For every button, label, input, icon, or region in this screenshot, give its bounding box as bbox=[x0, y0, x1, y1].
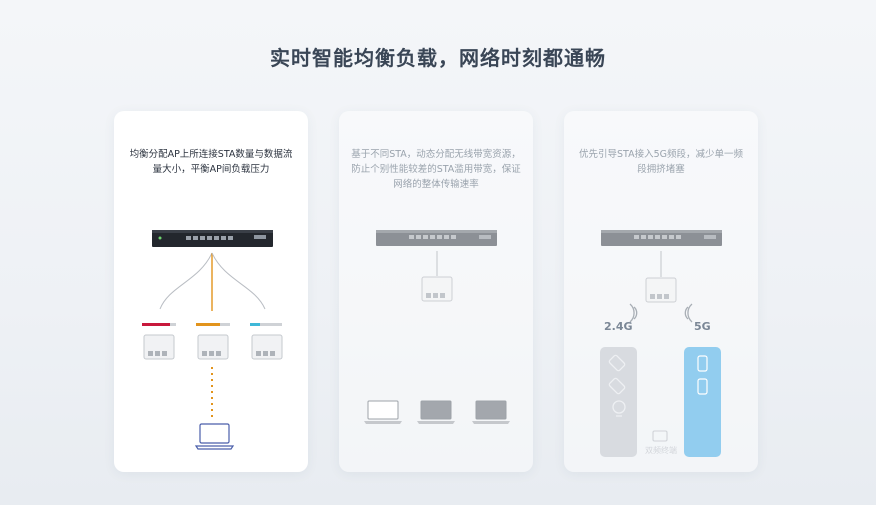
feature-card-band-steering: 优先引导STA接入5G频段，减少单一频段拥挤堵塞 bbox=[564, 111, 758, 472]
card-description: 基于不同STA，动态分配无线带宽资源，防止个别性能较差的STA滥用带宽，保证网络… bbox=[351, 149, 521, 190]
feature-card-bandwidth: 基于不同STA，动态分配无线带宽资源，防止个别性能较差的STA滥用带宽，保证网络… bbox=[339, 111, 533, 472]
band-5g-label: 5G bbox=[694, 320, 711, 333]
dual-band-terminal-label: 双频终端 bbox=[645, 446, 677, 455]
switch-icon bbox=[601, 230, 722, 246]
access-point-icon bbox=[250, 323, 283, 360]
access-point-icon bbox=[421, 276, 453, 302]
access-point-icon bbox=[645, 277, 677, 303]
card-description: 均衡分配AP上所连接STA数量与数据流量大小，平衡AP间负载压力 bbox=[129, 149, 293, 175]
laptop-icon bbox=[472, 400, 510, 424]
topology-diagram bbox=[142, 230, 283, 450]
page-title: 实时智能均衡负载，网络时刻都通畅 bbox=[270, 46, 606, 70]
band-24g-label: 2.4G bbox=[604, 320, 633, 333]
bulb-icon bbox=[612, 400, 626, 417]
phone-icon bbox=[608, 354, 626, 395]
access-point-icon bbox=[142, 323, 176, 360]
dual-band-terminal-icon bbox=[652, 430, 668, 442]
band-5g-column bbox=[684, 347, 721, 457]
topology-diagram bbox=[364, 230, 510, 424]
access-point-icon bbox=[196, 323, 230, 360]
feature-card-sta-balance: 均衡分配AP上所连接STA数量与数据流量大小，平衡AP间负载压力 bbox=[114, 111, 308, 472]
band-24g-column bbox=[600, 347, 637, 457]
wifi-signal-icon bbox=[629, 303, 693, 323]
card-description: 优先引导STA接入5G频段，减少单一频段拥挤堵塞 bbox=[578, 149, 743, 175]
switch-icon bbox=[376, 230, 497, 246]
laptop-icon bbox=[417, 400, 455, 424]
phone-icon bbox=[697, 355, 708, 395]
topology-diagram bbox=[600, 230, 722, 457]
laptop-icon bbox=[364, 400, 402, 424]
switch-icon bbox=[152, 230, 273, 247]
laptop-icon bbox=[194, 423, 235, 450]
